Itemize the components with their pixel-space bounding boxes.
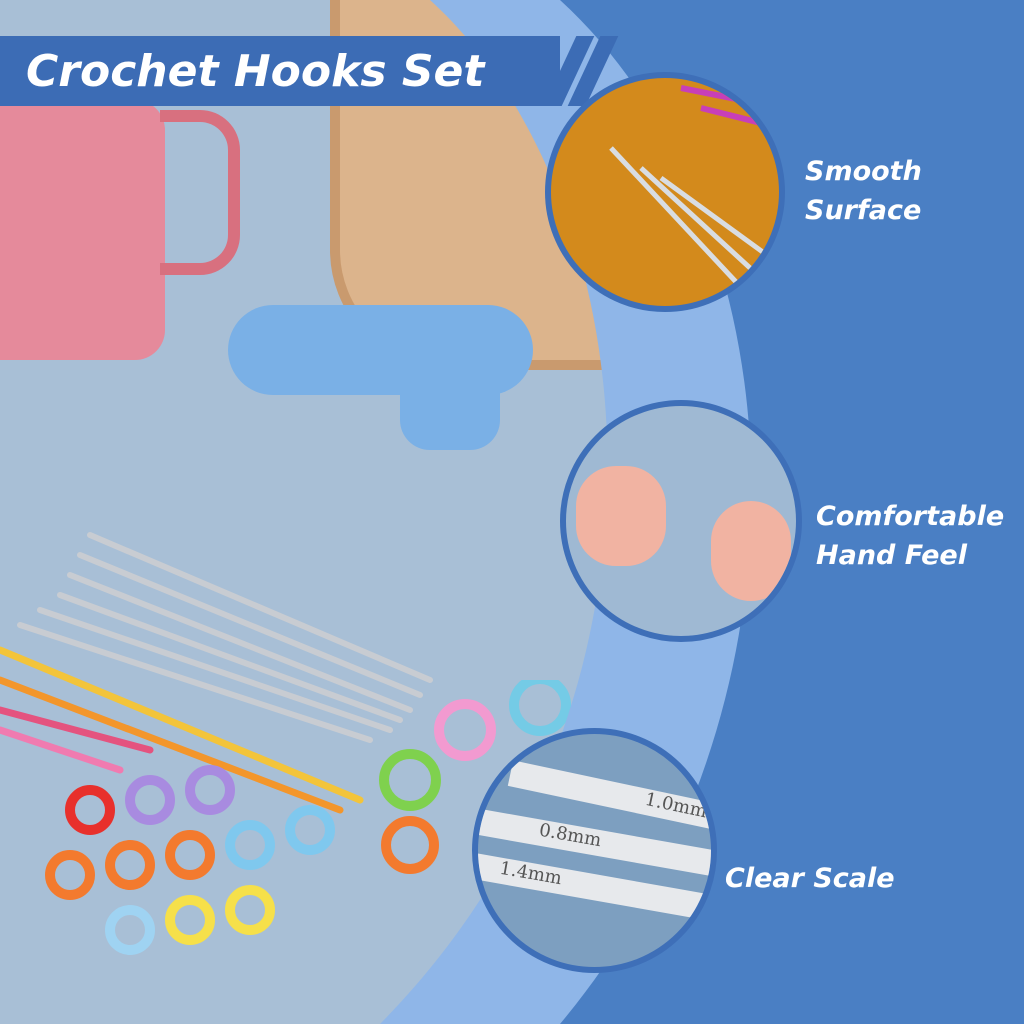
label-line: Surface (805, 195, 922, 226)
label-line: Smooth (805, 156, 922, 187)
stitch-markers (45, 680, 571, 955)
label-line: Clear Scale (725, 863, 895, 894)
feature-image-smooth-surface (545, 72, 785, 312)
label-line: Comfortable (816, 501, 1005, 532)
feature-label-clear-scale: Clear Scale (725, 859, 895, 898)
hand-illustration (711, 501, 791, 601)
hook-size-label: 1.0mm (643, 788, 709, 823)
feature-image-clear-scale: 1.0mm 0.8mm 1.4mm (472, 728, 717, 973)
yarn-winder-leg (400, 360, 500, 450)
yarn-hooks-illustration (609, 85, 779, 300)
page-title: Crochet Hooks Set (26, 45, 485, 97)
bag-strap (160, 110, 240, 275)
feature-label-smooth-surface: Smooth Surface (805, 152, 922, 230)
feature-image-hand-feel (560, 400, 802, 642)
crochet-hooks (0, 532, 433, 814)
label-line: Hand Feel (816, 540, 967, 571)
feature-label-hand-feel: Comfortable Hand Feel (816, 497, 1004, 575)
title-banner: Crochet Hooks Set (0, 36, 560, 106)
hand-illustration (576, 466, 666, 566)
hook-size-label: 0.8mm (537, 819, 603, 852)
pink-storage-bag (0, 100, 165, 360)
hook-size-label: 1.4mm (498, 857, 564, 890)
